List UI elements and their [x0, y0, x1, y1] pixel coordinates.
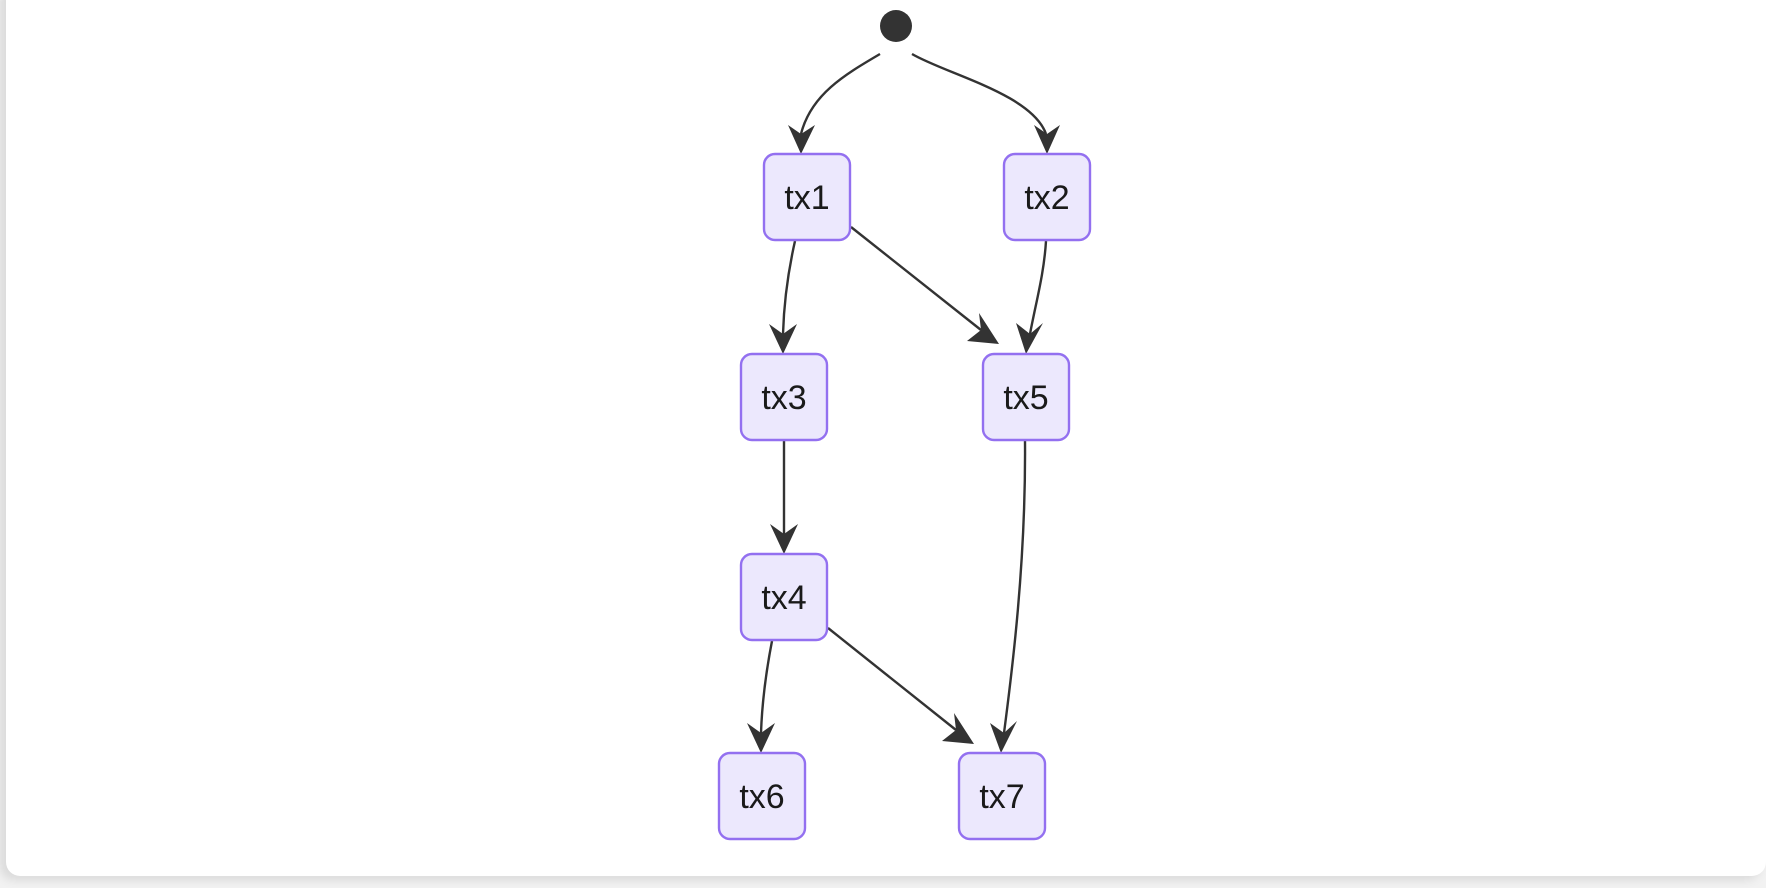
edge-path: [850, 226, 982, 331]
node-shape[interactable]: [717, 751, 807, 841]
arrow-head: [990, 721, 1017, 753]
node-shape[interactable]: [739, 552, 829, 642]
node-tx2[interactable]: tx2: [1002, 152, 1092, 242]
node-shape[interactable]: [957, 751, 1047, 841]
node-tx3[interactable]: tx3: [739, 352, 829, 442]
edge-path: [1002, 440, 1027, 734]
transaction-dag-svg: tx1 tx2 tx3 tx4 tx5: [717, 10, 1092, 841]
edge-tx4-to-tx6: [747, 640, 775, 753]
arrow-head: [788, 125, 815, 154]
diagram-card: tx1 tx2 tx3 tx4 tx5: [6, 0, 1766, 876]
arrow-head: [967, 313, 999, 344]
node-tx5[interactable]: tx5: [981, 352, 1071, 442]
node-label: tx2: [1024, 179, 1069, 217]
edge-start-to-tx2: [911, 52, 1060, 154]
edge-path: [799, 52, 881, 135]
edge-path: [911, 52, 1048, 135]
arrow-head: [747, 723, 775, 753]
node-label: tx1: [784, 179, 829, 217]
node-shape[interactable]: [739, 352, 829, 442]
edge-path: [827, 627, 957, 731]
node-shape[interactable]: [762, 152, 852, 242]
node-label: tx7: [979, 778, 1024, 816]
node-label: tx6: [739, 778, 784, 816]
edge-path: [781, 240, 797, 335]
node-label: tx3: [761, 379, 806, 417]
arrow-head: [1034, 125, 1060, 154]
start-node[interactable]: [880, 10, 912, 42]
node-shape[interactable]: [981, 352, 1071, 442]
edge-tx4-to-tx7: [827, 627, 974, 744]
edge-layer: [747, 52, 1060, 753]
arrow-head: [770, 524, 798, 554]
edge-tx2-to-tx5: [1016, 240, 1048, 354]
arrow-head: [942, 713, 974, 744]
edge-start-to-tx1: [788, 52, 881, 154]
edge-tx1-to-tx5: [850, 226, 999, 344]
node-label: tx5: [1003, 379, 1048, 417]
node-tx4[interactable]: tx4: [739, 552, 829, 642]
edge-path: [1028, 240, 1048, 335]
edge-path: [759, 640, 774, 734]
node-label: tx4: [761, 579, 806, 617]
edge-tx1-to-tx3: [769, 240, 797, 354]
node-tx6[interactable]: tx6: [717, 751, 807, 841]
node-shape[interactable]: [1002, 152, 1092, 242]
edge-tx3-to-tx4: [770, 441, 798, 554]
node-tx7[interactable]: tx7: [957, 751, 1047, 841]
edge-tx5-to-tx7: [990, 440, 1027, 753]
arrow-head: [1016, 323, 1043, 354]
start-node-circle[interactable]: [880, 10, 912, 42]
arrow-head: [769, 324, 797, 354]
node-tx1[interactable]: tx1: [762, 152, 852, 242]
node-layer: tx1 tx2 tx3 tx4 tx5: [717, 152, 1092, 841]
